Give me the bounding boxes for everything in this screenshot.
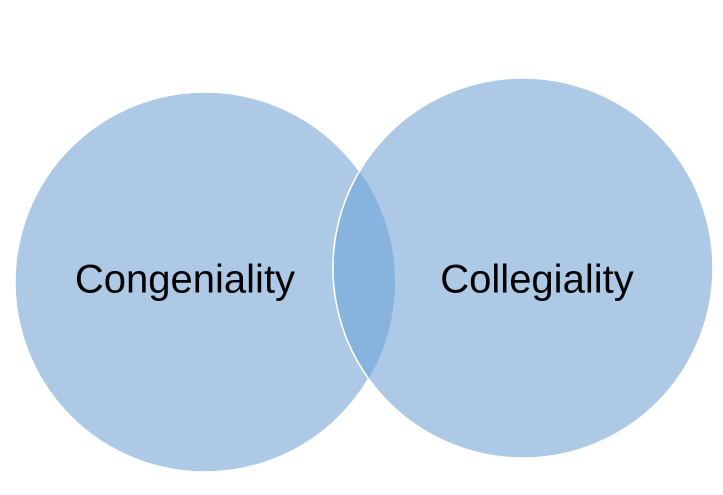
venn-overlap-region: [332, 92, 395, 459]
venn-label-collegiality: Collegiality: [440, 258, 633, 302]
venn-label-congeniality: Congeniality: [75, 258, 295, 302]
